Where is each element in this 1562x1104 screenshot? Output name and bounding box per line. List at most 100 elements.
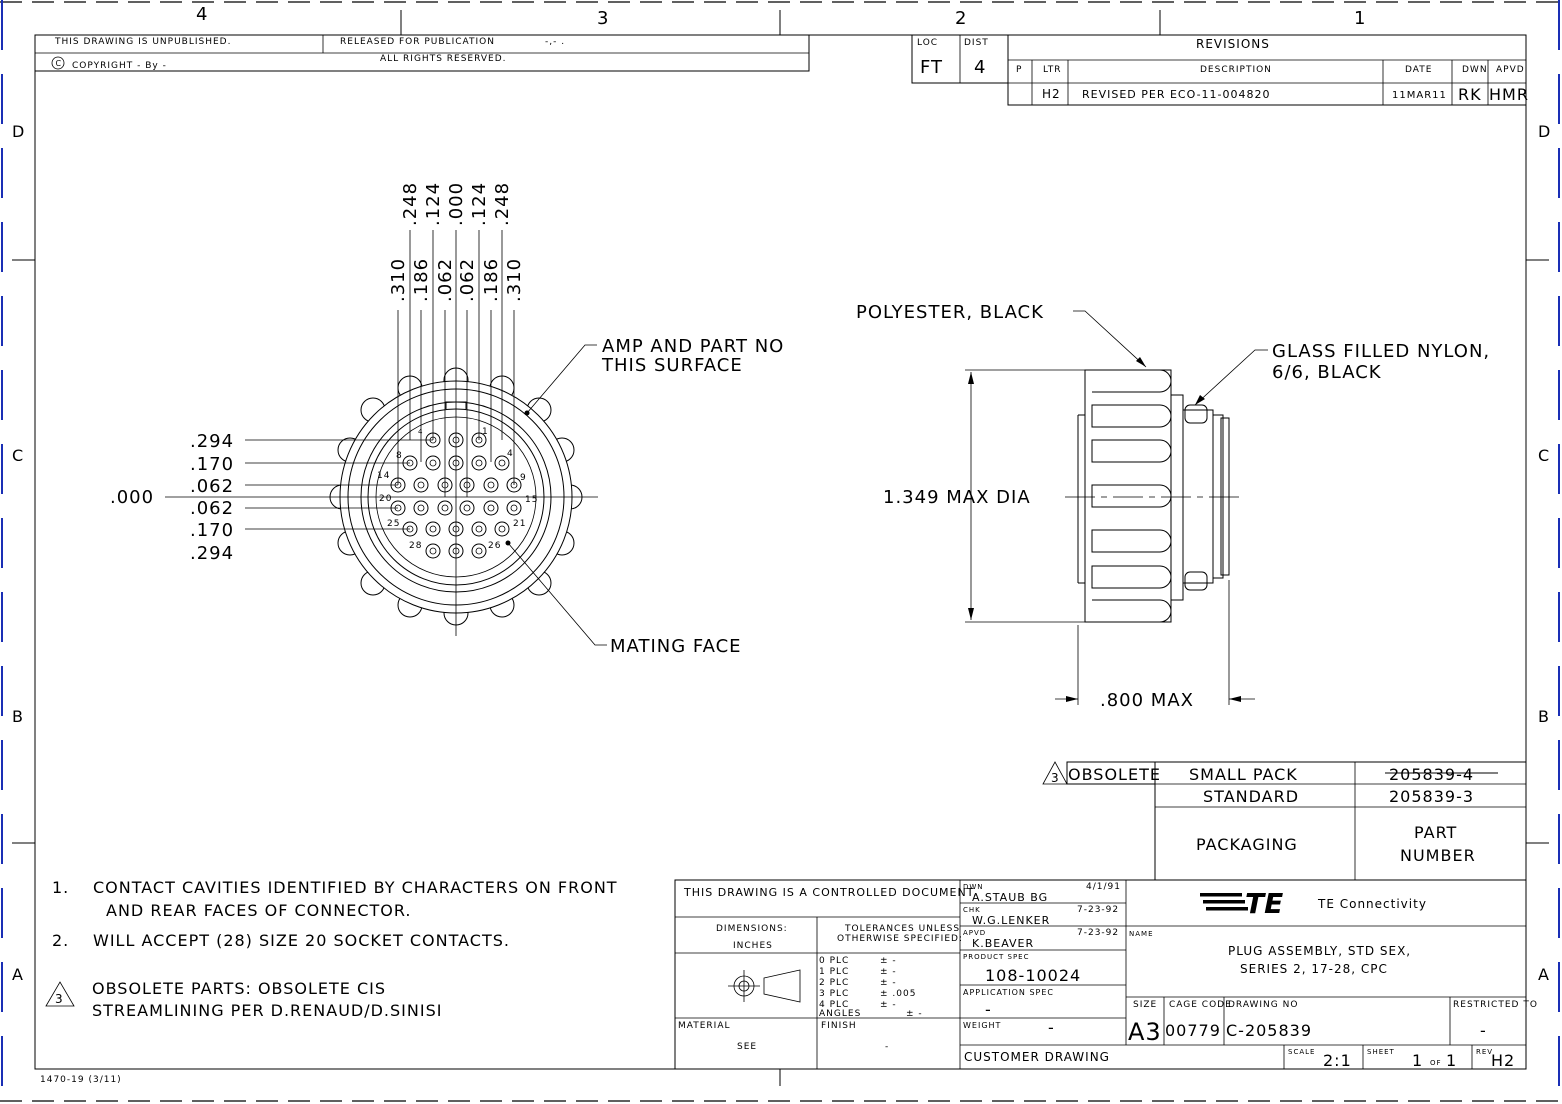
scale-value: 2:1 bbox=[1323, 1051, 1352, 1070]
released-text: RELEASED FOR PUBLICATION bbox=[340, 37, 495, 47]
svg-text:C: C bbox=[56, 59, 63, 68]
rev-value: H2 bbox=[1491, 1051, 1515, 1070]
sheet-of: OF bbox=[1430, 1059, 1442, 1067]
drawing-no-label: DRAWING NO bbox=[1228, 1000, 1298, 1010]
te-logo-icon: TE bbox=[1200, 887, 1283, 920]
packaging-small-pack: SMALL PACK bbox=[1189, 765, 1298, 784]
drawing-no: C-205839 bbox=[1226, 1021, 1312, 1040]
note-this-surface: THIS SURFACE bbox=[601, 355, 743, 376]
rev-date: 11MAR11 bbox=[1392, 90, 1447, 101]
rev-head-p: P bbox=[1016, 65, 1022, 75]
obsolete-label: OBSOLETE bbox=[1068, 765, 1161, 784]
note-3-line-1: OBSOLETE PARTS: OBSOLETE CIS bbox=[92, 979, 386, 998]
tol-1-plc: 1 PLC bbox=[819, 967, 849, 977]
note-1-line-1: CONTACT CAVITIES IDENTIFIED BY CHARACTER… bbox=[93, 878, 618, 897]
left-dims: .294 .170 .062 .000 .062 .170 .294 bbox=[110, 431, 234, 564]
zone-row-b-left: B bbox=[12, 707, 24, 726]
note-3-line-2: STREAMLINING PER D.RENAUD/D.SINISI bbox=[92, 1001, 442, 1020]
contact-cavity-10 bbox=[413, 477, 429, 493]
customer-drawing: CUSTOMER DRAWING bbox=[964, 1050, 1110, 1064]
top-dim-u-248-left: .248 bbox=[400, 182, 421, 226]
sheet-total: 1 bbox=[1446, 1051, 1457, 1070]
finish-label: FINISH bbox=[821, 1021, 857, 1031]
unpublished-text: THIS DRAWING IS UNPUBLISHED. bbox=[54, 37, 231, 47]
tol-3-val: ± .005 bbox=[880, 989, 916, 999]
dwn-name: A.STAUB BG bbox=[972, 891, 1048, 904]
contact-cavity-bore-25 bbox=[498, 525, 506, 533]
scale-label: SCALE bbox=[1288, 1048, 1315, 1056]
chk-name: W.G.LENKER bbox=[972, 914, 1050, 927]
contact-cavity-24 bbox=[471, 521, 487, 537]
revisions-block: REVISIONS P LTR DESCRIPTION DATE DWN APV… bbox=[1007, 34, 1528, 106]
tol-4-plc: 4 PLC bbox=[819, 1000, 849, 1010]
top-dims-upper: .248 .124 .000 .124 .248 bbox=[400, 182, 513, 226]
contact-cavity-16 bbox=[413, 500, 429, 516]
front-view: 1 4 8 9 14 15 20 21 25 26 28 4 .248 .124 bbox=[110, 182, 784, 657]
material-label: MATERIAL bbox=[678, 1021, 731, 1031]
contact-cavity-17 bbox=[437, 500, 453, 516]
dwn-label: DWN bbox=[963, 883, 984, 891]
cavity-label-4: 4 bbox=[507, 449, 514, 459]
contact-cavity-27 bbox=[448, 543, 464, 559]
material-value: SEE bbox=[737, 1042, 757, 1052]
contact-cavity-bore-17 bbox=[441, 504, 449, 512]
note-mating-face: MATING FACE bbox=[610, 636, 742, 657]
cavity-label-9: 9 bbox=[520, 473, 527, 483]
tolerances-1: TOLERANCES UNLESS bbox=[844, 924, 960, 934]
product-spec: 108-10024 bbox=[985, 966, 1081, 985]
contact-cavity-2 bbox=[448, 432, 464, 448]
size-label: SIZE bbox=[1133, 1000, 1157, 1010]
packaging-standard: STANDARD bbox=[1203, 787, 1299, 806]
left-dim-170-bottom: .170 bbox=[190, 520, 234, 541]
apvd-name: K.BEAVER bbox=[972, 937, 1034, 950]
projection-symbol bbox=[728, 969, 801, 1003]
dist-value: 4 bbox=[974, 57, 986, 78]
product-spec-label: PRODUCT SPEC bbox=[963, 953, 1029, 961]
zone-col-3: 3 bbox=[597, 8, 609, 29]
chk-date: 7-23-92 bbox=[1077, 905, 1119, 915]
cavity-label-28: 28 bbox=[409, 541, 422, 551]
restricted-label: RESTRICTED TO bbox=[1453, 1000, 1538, 1010]
cavity-label-15: 15 bbox=[525, 495, 538, 505]
dimensions-unit: INCHES bbox=[733, 941, 773, 951]
contact-cavity-bore-7 bbox=[475, 459, 483, 467]
cavity-label-25: 25 bbox=[387, 519, 400, 529]
contact-cavity-13 bbox=[483, 477, 499, 493]
rights-text: ALL RIGHTS RESERVED. bbox=[380, 54, 507, 64]
zone-labels: 4 3 2 1 D C B A D C B A bbox=[12, 4, 1550, 984]
left-dim-170-top: .170 bbox=[190, 454, 234, 475]
top-dim-l-310-left: .310 bbox=[388, 258, 409, 302]
side-view: 1.349 MAX DIA .800 MAX POLYESTER, BLACK … bbox=[856, 302, 1489, 711]
contact-cavity-5 bbox=[425, 455, 441, 471]
tolerances-2: OTHERWISE SPECIFIED: bbox=[837, 934, 963, 944]
rev-head-description: DESCRIPTION bbox=[1200, 65, 1272, 75]
note-amp-part-no: AMP AND PART NO bbox=[602, 336, 784, 357]
top-dim-l-310-right: .310 bbox=[504, 258, 525, 302]
zone-row-a-right: A bbox=[1538, 965, 1550, 984]
top-dim-leaders bbox=[397, 230, 515, 497]
apvd-date: 7-23-92 bbox=[1077, 928, 1119, 938]
contact-cavity-19 bbox=[483, 500, 499, 516]
cage-label: CAGE CODE bbox=[1169, 1000, 1232, 1010]
rev-ltr: H2 bbox=[1042, 87, 1061, 101]
contact-cavity-bore-19 bbox=[487, 504, 495, 512]
left-dim-294-bottom: .294 bbox=[190, 543, 234, 564]
svg-text:4: 4 bbox=[418, 428, 423, 436]
tolerance-rows: 0 PLC ± - 1 PLC ± - 2 PLC ± - 3 PLC ± .0… bbox=[819, 956, 922, 1019]
contact-cavity-bore-13 bbox=[487, 481, 495, 489]
cavity-label-14: 14 bbox=[377, 471, 390, 481]
dist-label: DIST bbox=[964, 38, 989, 48]
contact-cavity-bore-5 bbox=[429, 459, 437, 467]
top-dim-u-248-right: .248 bbox=[492, 182, 513, 226]
rev-label: REV bbox=[1476, 1048, 1493, 1056]
tol-1-val: ± - bbox=[880, 967, 897, 977]
drawing-name-1: PLUG ASSEMBLY, STD SEX, bbox=[1228, 944, 1411, 958]
note-2-line-1: WILL ACCEPT (28) SIZE 20 SOCKET CONTACTS… bbox=[93, 931, 510, 950]
note-1-line-2: AND REAR FACES OF CONNECTOR. bbox=[106, 901, 411, 920]
company-name: TE Connectivity bbox=[1317, 897, 1427, 911]
notes: 1. CONTACT CAVITIES IDENTIFIED BY CHARAC… bbox=[45, 878, 618, 1020]
top-dim-u-124-right: .124 bbox=[469, 182, 490, 226]
apvd-label: APVD bbox=[963, 929, 986, 937]
contact-cavity-bore-10 bbox=[417, 481, 425, 489]
top-dim-l-186-right: .186 bbox=[481, 258, 502, 302]
